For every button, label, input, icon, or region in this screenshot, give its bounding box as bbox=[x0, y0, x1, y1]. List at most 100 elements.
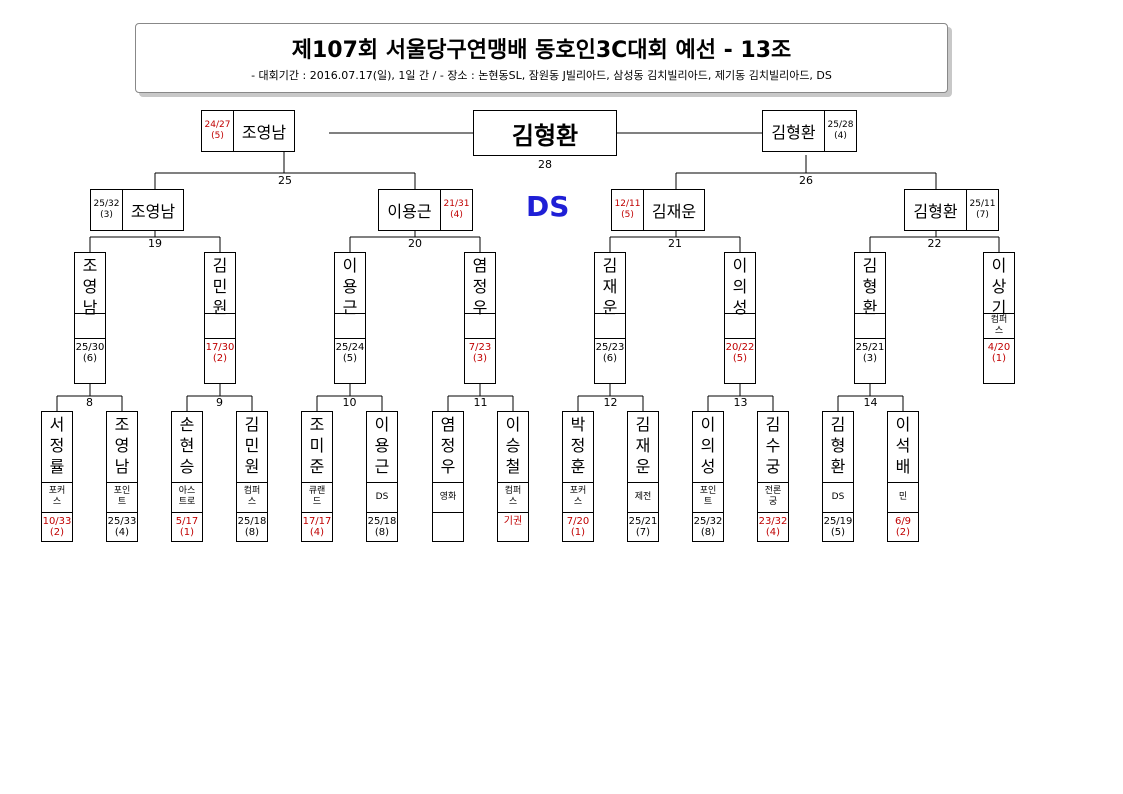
score-text: 5/17(1) bbox=[172, 516, 202, 538]
card-divider bbox=[693, 512, 723, 513]
card-divider bbox=[888, 512, 918, 513]
page-title: 제107회 서울당구연맹배 동호인3C대회 예선 - 13조 bbox=[291, 38, 792, 63]
name-char: 이 bbox=[374, 415, 390, 434]
name-char: 박 bbox=[570, 415, 586, 434]
name-char: 근 bbox=[374, 457, 390, 476]
name-char: 우 bbox=[472, 298, 488, 317]
score-value: 25/18 bbox=[237, 516, 267, 527]
venue-label: DS bbox=[526, 190, 570, 223]
score-text: 10/33(2) bbox=[42, 516, 72, 538]
name-char: 궁 bbox=[765, 457, 781, 476]
card-divider bbox=[823, 482, 853, 483]
name-char: 승 bbox=[179, 457, 195, 476]
score-text: 25/21(3) bbox=[855, 342, 885, 364]
score-value: 4/20 bbox=[987, 342, 1011, 353]
score-text: 7/23(3) bbox=[465, 342, 495, 364]
score-value: 25/33 bbox=[107, 516, 137, 527]
card-divider bbox=[107, 512, 137, 513]
rank-value: (3) bbox=[862, 353, 878, 364]
score-text: 25/32 bbox=[93, 199, 120, 209]
name-char: 준 bbox=[309, 457, 325, 476]
score-text: 20/22(5) bbox=[725, 342, 755, 364]
name-char: 민 bbox=[244, 436, 260, 455]
match-number: 14 bbox=[863, 396, 878, 409]
name-char: 조 bbox=[114, 415, 130, 434]
name-char: 김 bbox=[765, 415, 781, 434]
score-text: 7/20(1) bbox=[563, 516, 593, 538]
card-divider bbox=[498, 512, 528, 513]
score-box: 21/31(4) bbox=[440, 189, 473, 231]
match-number: 10 bbox=[342, 396, 357, 409]
card-divider bbox=[984, 338, 1014, 339]
rank-value: (8) bbox=[700, 527, 716, 538]
name-char: 김 bbox=[635, 415, 651, 434]
score-value: 기권 bbox=[503, 516, 523, 527]
match-number: 13 bbox=[733, 396, 748, 409]
rank-value: (4) bbox=[765, 527, 781, 538]
name-char: 우 bbox=[440, 457, 456, 476]
rank-value: (3) bbox=[472, 353, 488, 364]
score-text: 25/24(5) bbox=[335, 342, 365, 364]
card-divider bbox=[855, 338, 885, 339]
card-divider bbox=[595, 313, 625, 314]
score-value: 10/33 bbox=[42, 516, 72, 527]
rank-value: (2) bbox=[49, 527, 65, 538]
name-char: 이 bbox=[700, 415, 716, 434]
rank-value: (7) bbox=[635, 527, 651, 538]
score-box: 25/28(4) bbox=[824, 110, 857, 152]
name-char: 김 bbox=[830, 415, 846, 434]
name-char: 정 bbox=[49, 436, 65, 455]
score-value: 25/21 bbox=[628, 516, 658, 527]
card-divider bbox=[433, 482, 463, 483]
name-char: 남 bbox=[82, 298, 98, 317]
score-text: 25/28 bbox=[827, 120, 854, 130]
name-char: 성 bbox=[732, 298, 748, 317]
name-char: 김 bbox=[602, 256, 618, 275]
card-divider bbox=[563, 512, 593, 513]
score-text: 23/32(4) bbox=[758, 516, 788, 538]
card-divider bbox=[628, 482, 658, 483]
name-char: 영 bbox=[82, 277, 98, 296]
rank-text: (5) bbox=[211, 131, 224, 141]
club-name: 민 bbox=[898, 491, 908, 502]
card-divider bbox=[42, 482, 72, 483]
card-divider bbox=[205, 313, 235, 314]
score-value: 25/32 bbox=[693, 516, 723, 527]
score-text: 17/17(4) bbox=[302, 516, 332, 538]
name-char: 정 bbox=[570, 436, 586, 455]
match-number: 25 bbox=[278, 174, 292, 187]
card-divider bbox=[367, 482, 397, 483]
card-divider bbox=[758, 482, 788, 483]
card-divider bbox=[237, 482, 267, 483]
rank-value: (4) bbox=[114, 527, 130, 538]
card-divider bbox=[335, 338, 365, 339]
name-char: 의 bbox=[732, 277, 748, 296]
rank-value: (6) bbox=[602, 353, 618, 364]
card-divider bbox=[725, 313, 755, 314]
